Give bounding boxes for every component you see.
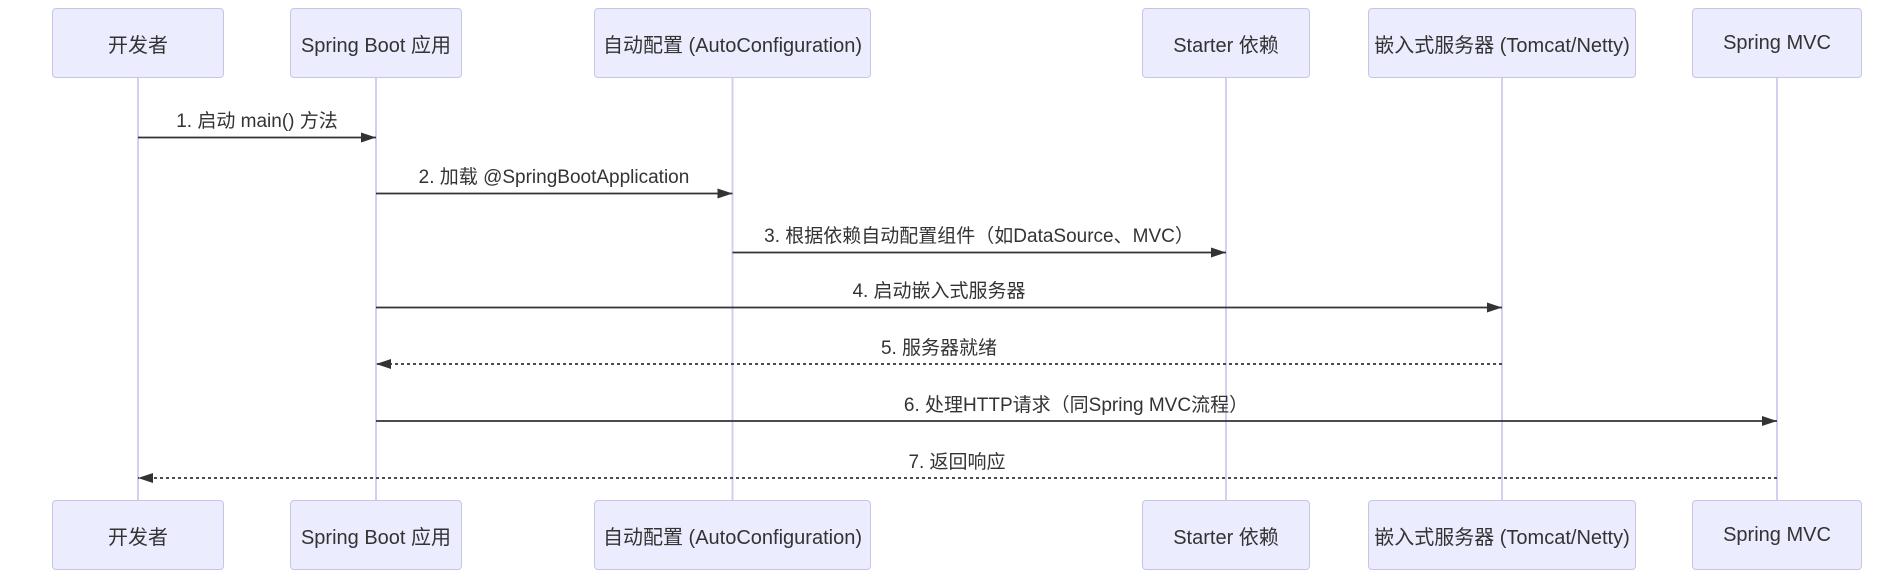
- actor-label: 开发者: [108, 526, 168, 549]
- actor-developer-bottom: 开发者: [52, 500, 224, 570]
- message-label-2: 2. 加载 @SpringBootApplication: [418, 167, 690, 188]
- message-label-7: 7. 返回响应: [908, 452, 1006, 473]
- message-label-4: 4. 启动嵌入式服务器: [852, 281, 1026, 302]
- actor-label: Starter 依赖: [1173, 526, 1279, 549]
- actor-label: 开发者: [108, 34, 168, 57]
- actor-label: 嵌入式服务器 (Tomcat/Netty): [1374, 526, 1630, 549]
- actor-starter-deps-top: Starter 依赖: [1142, 8, 1310, 78]
- actor-label: Spring Boot 应用: [300, 34, 452, 57]
- actor-spring-mvc-top: Spring MVC: [1692, 8, 1862, 78]
- actor-embedded-server-bottom: 嵌入式服务器 (Tomcat/Netty): [1368, 500, 1636, 570]
- message-label-1: 1. 启动 main() 方法: [176, 111, 338, 132]
- message-label-6: 6. 处理HTTP请求（同Spring MVC流程）: [903, 395, 1249, 416]
- message-label-3: 3. 根据依赖自动配置组件（如DataSource、MVC）: [764, 226, 1194, 247]
- actor-spring-boot-app-bottom: Spring Boot 应用: [290, 500, 462, 570]
- actor-label: Spring MVC: [1723, 523, 1831, 546]
- actor-label: 自动配置 (AutoConfiguration): [603, 526, 862, 549]
- actor-embedded-server-top: 嵌入式服务器 (Tomcat/Netty): [1368, 8, 1636, 78]
- actor-spring-mvc-bottom: Spring MVC: [1692, 500, 1862, 570]
- actor-label: 自动配置 (AutoConfiguration): [603, 34, 862, 57]
- actor-developer-top: 开发者: [52, 8, 224, 78]
- actor-spring-boot-app-top: Spring Boot 应用: [290, 8, 462, 78]
- message-label-5: 5. 服务器就绪: [880, 338, 998, 359]
- actor-autoconfiguration-top: 自动配置 (AutoConfiguration): [594, 8, 871, 78]
- actor-autoconfiguration-bottom: 自动配置 (AutoConfiguration): [594, 500, 871, 570]
- actor-starter-deps-bottom: Starter 依赖: [1142, 500, 1310, 570]
- actor-label: Starter 依赖: [1173, 34, 1279, 57]
- actor-label: Spring MVC: [1723, 31, 1831, 54]
- actor-label: 嵌入式服务器 (Tomcat/Netty): [1374, 34, 1630, 57]
- actor-label: Spring Boot 应用: [300, 526, 452, 549]
